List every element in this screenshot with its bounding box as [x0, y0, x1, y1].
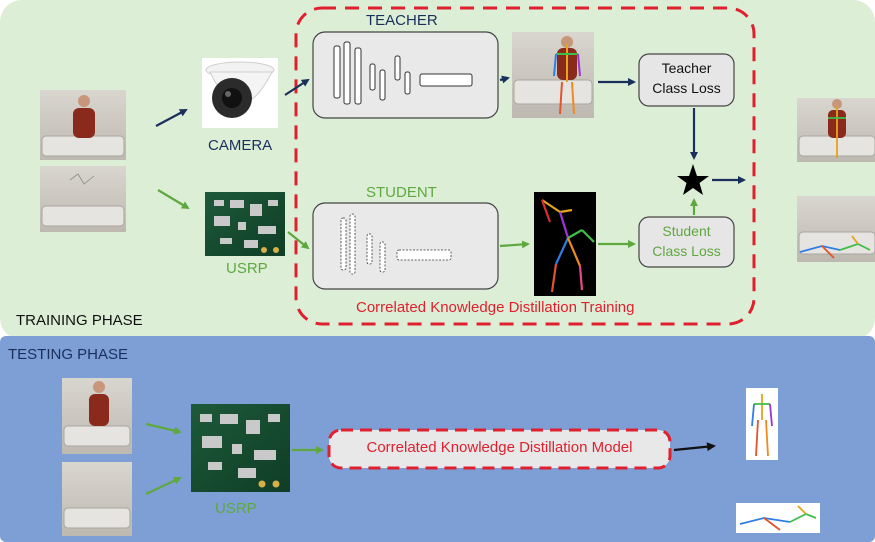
teacher-pose-image — [512, 32, 594, 118]
student-network-block — [312, 202, 499, 290]
arrow-test-photo1-to-usrp — [145, 422, 182, 435]
arrow-model-to-output — [673, 442, 716, 452]
arrow-test-photo2-to-usrp — [145, 476, 182, 495]
student-label: STUDENT — [366, 184, 437, 201]
arrow-photo-to-usrp — [157, 189, 190, 210]
teacher-label: TEACHER — [366, 12, 438, 29]
test-output-skeleton-lying — [736, 503, 820, 533]
teacher-class-loss-box — [638, 53, 735, 107]
distillation-training-label: Correlated Knowledge Distillation Traini… — [356, 299, 635, 316]
teacher-loss-line2: Class Loss — [652, 80, 721, 96]
training-arrows — [155, 75, 746, 250]
camera-label: CAMERA — [208, 137, 273, 154]
camera-icon — [202, 58, 278, 128]
student-skeleton-image — [534, 192, 596, 296]
test-usrp-label: USRP — [215, 500, 257, 517]
arrow-teacher-to-pose — [499, 75, 510, 84]
testing-arrows — [145, 422, 716, 495]
test-output-skeleton-standing — [746, 388, 778, 460]
input-photo-person — [40, 90, 126, 160]
teacher-loss-line1: Teacher — [661, 60, 712, 76]
output-photo-pose — [797, 98, 875, 162]
student-class-loss-box — [638, 216, 735, 268]
student-loss-line2: Class Loss — [652, 243, 721, 259]
arrow-student-to-skeleton — [499, 240, 530, 249]
loss-combination-star-icon — [677, 164, 709, 195]
usrp-board-icon — [205, 192, 285, 256]
test-input-photo-empty — [62, 462, 132, 536]
distillation-model-box — [327, 428, 672, 470]
student-loss-text: Student Class Loss — [639, 221, 734, 261]
output-photo-skeleton — [797, 196, 875, 262]
usrp-label: USRP — [226, 260, 268, 277]
test-input-photo-person — [62, 378, 132, 454]
training-phase-label: TRAINING PHASE — [16, 312, 143, 329]
arrow-camera-to-teacher — [284, 78, 310, 96]
arrow-usrp-to-student — [287, 231, 310, 250]
teacher-network-block — [312, 31, 499, 119]
distillation-model-label: Correlated Knowledge Distillation Model — [366, 439, 633, 456]
distillation-frame — [294, 6, 756, 326]
input-photo-empty — [40, 166, 126, 232]
testing-phase-label: TESTING PHASE — [8, 346, 129, 363]
teacher-loss-text: Teacher Class Loss — [639, 58, 734, 98]
arrow-photo-to-camera — [155, 109, 188, 127]
student-loss-line1: Student — [662, 223, 711, 239]
test-usrp-board-icon — [191, 404, 290, 492]
